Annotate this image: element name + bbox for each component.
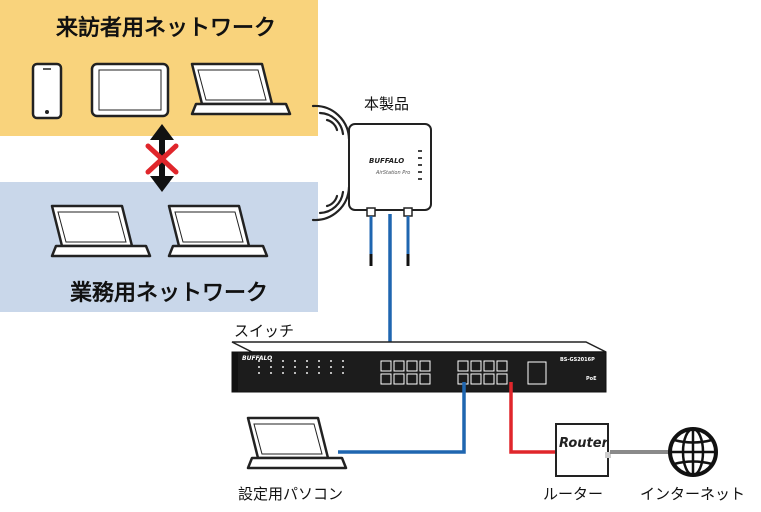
- blocked-double-arrow-icon: [145, 124, 179, 192]
- business-laptop-icon: [50, 204, 152, 258]
- product-brand-text: BUFFALO: [369, 157, 405, 165]
- switch-model-text: BS-GS2016P: [560, 357, 595, 363]
- router-label: ルーター: [543, 485, 604, 503]
- switch-label: スイッチ: [234, 322, 295, 340]
- access-point-device: [348, 123, 432, 266]
- lan-cable-switch-to-pc: [338, 382, 466, 454]
- guest-network-title: 来訪者用ネットワーク: [56, 16, 277, 41]
- router-device: [555, 423, 611, 477]
- globe-icon: [668, 427, 718, 477]
- setup-pc-label: 設定用パソコン: [238, 485, 344, 503]
- business-network-zone: [0, 182, 318, 312]
- switch-poe-text: PoE: [586, 376, 597, 382]
- wan-cable-switch-to-router: [509, 382, 556, 454]
- setup-pc-laptop-icon: [246, 416, 348, 470]
- router-box-text: Router: [559, 436, 608, 451]
- network-switch-device: [231, 341, 607, 393]
- business-laptop-icon: [167, 204, 269, 258]
- status-led-icon: [418, 150, 422, 180]
- smartphone-icon: [31, 62, 63, 120]
- product-label: 本製品: [364, 95, 410, 113]
- tablet-icon: [90, 62, 170, 118]
- business-network-title: 業務用ネットワーク: [70, 281, 269, 306]
- internet-label: インターネット: [640, 485, 746, 503]
- switch-brand-text: BUFFALO: [242, 355, 273, 362]
- wireless-signal-icon: [311, 104, 351, 141]
- wireless-signal-icon: [311, 185, 351, 222]
- product-sub-text: AirStation Pro: [376, 170, 411, 176]
- guest-laptop-icon: [190, 62, 292, 116]
